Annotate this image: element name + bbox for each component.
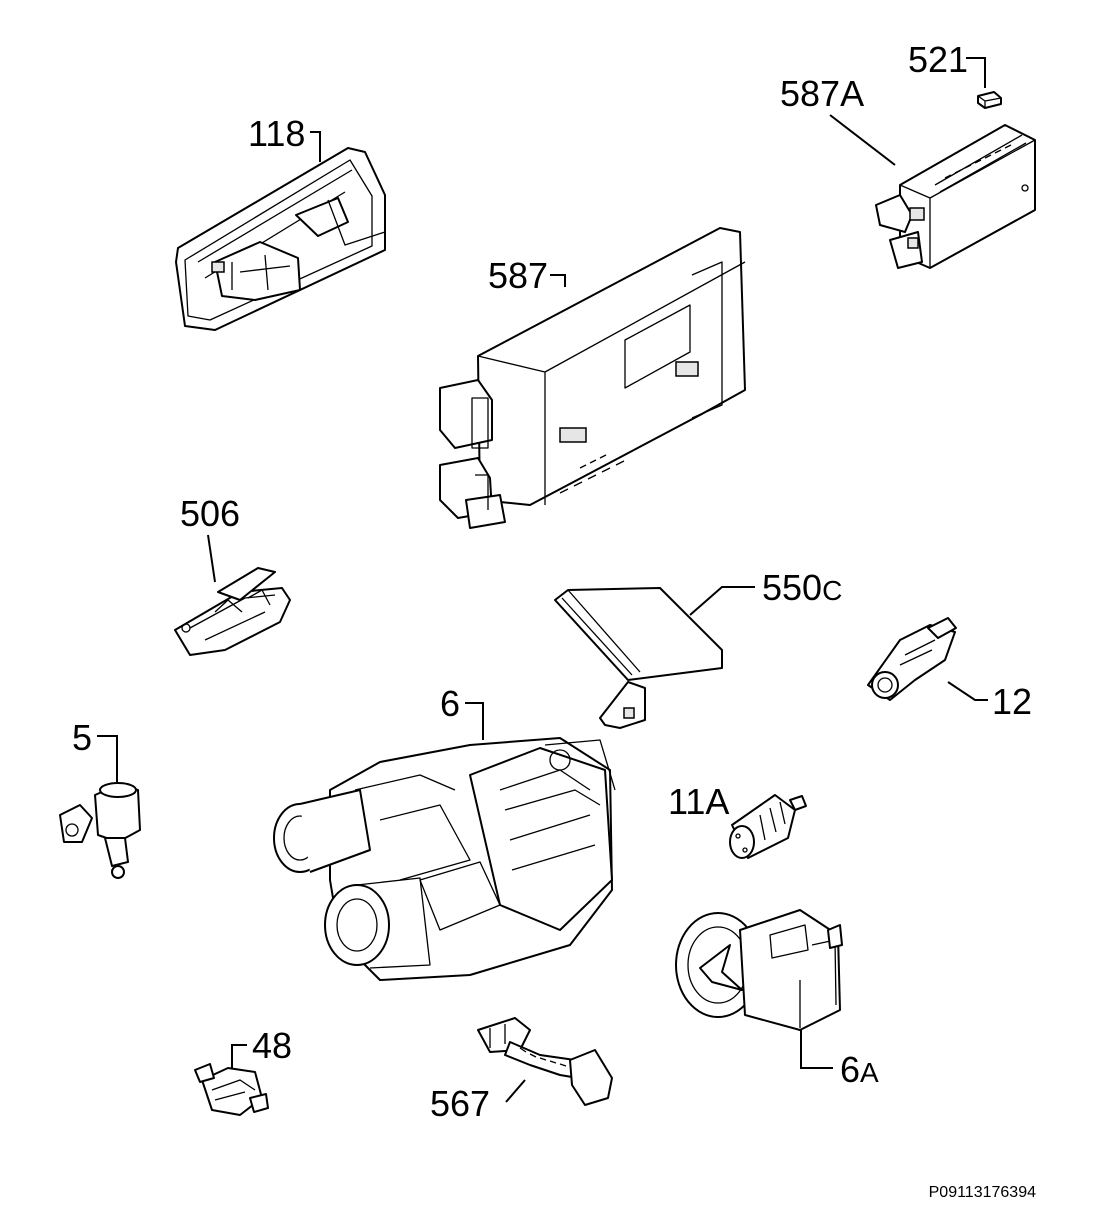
part-550c-cover-plate[interactable] bbox=[554, 587, 723, 729]
callout-587: 587 bbox=[488, 255, 549, 296]
leader-587a bbox=[829, 114, 896, 166]
callout-118: 118 bbox=[248, 113, 306, 154]
leader-6a bbox=[800, 1030, 833, 1069]
leader-6 bbox=[465, 702, 484, 740]
leader-lines bbox=[97, 57, 988, 1103]
callout-550c-suffix: C bbox=[822, 575, 843, 606]
part-506-sensor-holder[interactable] bbox=[174, 567, 291, 656]
part-587a-control-module[interactable] bbox=[875, 124, 1036, 269]
part-6-circulation-pump[interactable] bbox=[273, 737, 616, 981]
leader-506 bbox=[207, 534, 216, 583]
callout-48: 48 bbox=[252, 1025, 293, 1066]
leader-521 bbox=[966, 57, 986, 88]
callout-6: 6 bbox=[440, 683, 461, 724]
leader-5 bbox=[97, 735, 118, 782]
leader-48 bbox=[231, 1044, 247, 1068]
part-11a-capacitor[interactable] bbox=[729, 794, 807, 859]
callout-506: 506 bbox=[180, 493, 241, 534]
part-118-panel[interactable] bbox=[175, 147, 386, 331]
callout-521: 521 bbox=[908, 39, 969, 80]
diagram-reference-code: P09113176394 bbox=[928, 1184, 1036, 1201]
part-587-electronic-module[interactable] bbox=[439, 227, 746, 529]
part-6a-drain-pump[interactable] bbox=[675, 909, 843, 1031]
callout-11a: 11A bbox=[668, 781, 730, 822]
part-48-sensor[interactable] bbox=[194, 1063, 269, 1116]
callout-587a: 587A bbox=[780, 73, 865, 114]
part-12-pressure-switch[interactable] bbox=[867, 617, 957, 701]
leader-587 bbox=[550, 274, 566, 287]
callout-12: 12 bbox=[992, 681, 1033, 722]
part-5-inlet-valve[interactable] bbox=[59, 782, 141, 879]
callout-6a-suffix: A bbox=[860, 1057, 879, 1088]
leader-550c bbox=[689, 586, 755, 616]
leader-567 bbox=[505, 1079, 526, 1103]
callout-550c: 550C bbox=[762, 570, 842, 609]
callout-5: 5 bbox=[72, 717, 93, 758]
callout-567: 567 bbox=[430, 1083, 491, 1124]
callout-550c-number: 550 bbox=[762, 567, 823, 608]
part-521-connector-clip[interactable] bbox=[977, 91, 1002, 109]
callout-6a: 6A bbox=[840, 1052, 879, 1091]
callout-6a-number: 6 bbox=[840, 1049, 861, 1090]
leader-12 bbox=[947, 681, 988, 701]
leader-118 bbox=[310, 131, 321, 162]
part-567-hose-clamp[interactable] bbox=[477, 1017, 613, 1106]
